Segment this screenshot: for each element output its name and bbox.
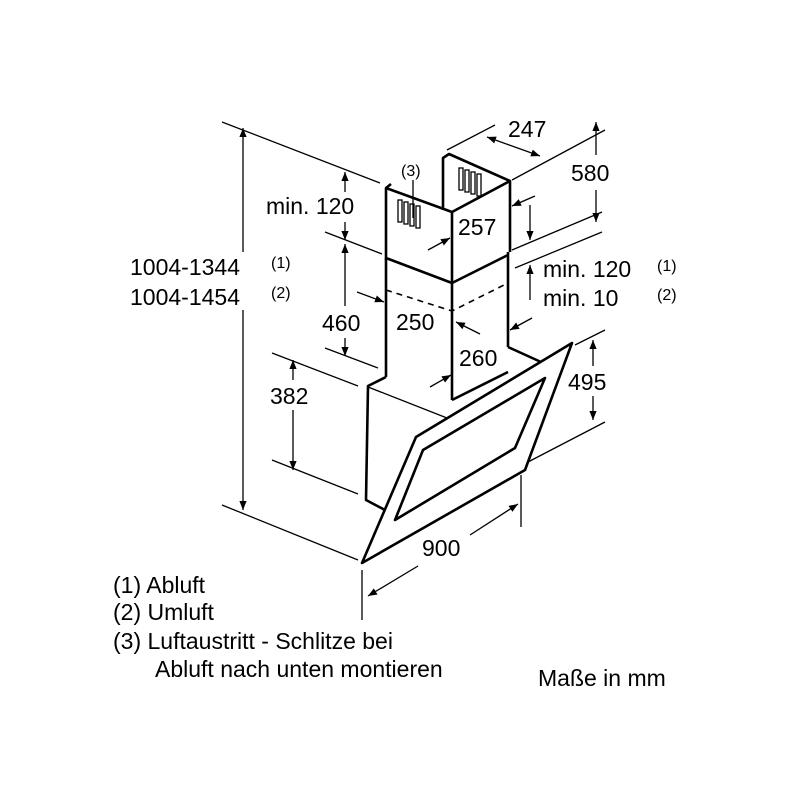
dim-580: 580: [571, 160, 609, 186]
glass-panel: [360, 341, 574, 565]
vent-slots-icon: [397, 167, 482, 229]
dim-900: 900: [422, 535, 460, 561]
dim-overlap-1: min. 120: [543, 256, 631, 282]
extension-lines: [221, 121, 606, 620]
dim-total-height-1: 1004-1344: [130, 254, 240, 280]
upper-chimney: [384, 152, 512, 400]
dim-495: 495: [568, 369, 606, 395]
overlap-note-1: (1): [657, 258, 677, 275]
legend-item-3: (3) Luftaustritt - Schlitze bei: [113, 628, 393, 654]
dim-top-clearance: min. 120: [266, 193, 354, 219]
dim-250: 250: [396, 309, 434, 335]
dim-460: 460: [322, 310, 360, 336]
overlap-note-2: (2): [657, 287, 677, 304]
note-1: (1): [271, 255, 291, 272]
dim-257: 257: [458, 214, 496, 240]
slots-ref-label: (3): [401, 163, 421, 180]
units-note: Maße in mm: [538, 665, 666, 691]
dim-total-height-2: 1004-1454: [130, 284, 240, 310]
dim-overlap-2: min. 10: [543, 285, 618, 311]
legend-item-1: (1) Abluft: [113, 572, 206, 598]
lower-chimney: [384, 252, 510, 377]
dim-247: 247: [508, 116, 546, 142]
dim-260: 260: [459, 345, 497, 371]
dim-382: 382: [270, 383, 308, 409]
dimension-arrows: [239, 122, 600, 597]
hood-body: [364, 345, 542, 512]
legend-item-2: (2) Umluft: [113, 599, 215, 625]
legend-item-3-cont: Abluft nach unten montieren: [155, 656, 443, 682]
note-2: (2): [271, 285, 291, 302]
